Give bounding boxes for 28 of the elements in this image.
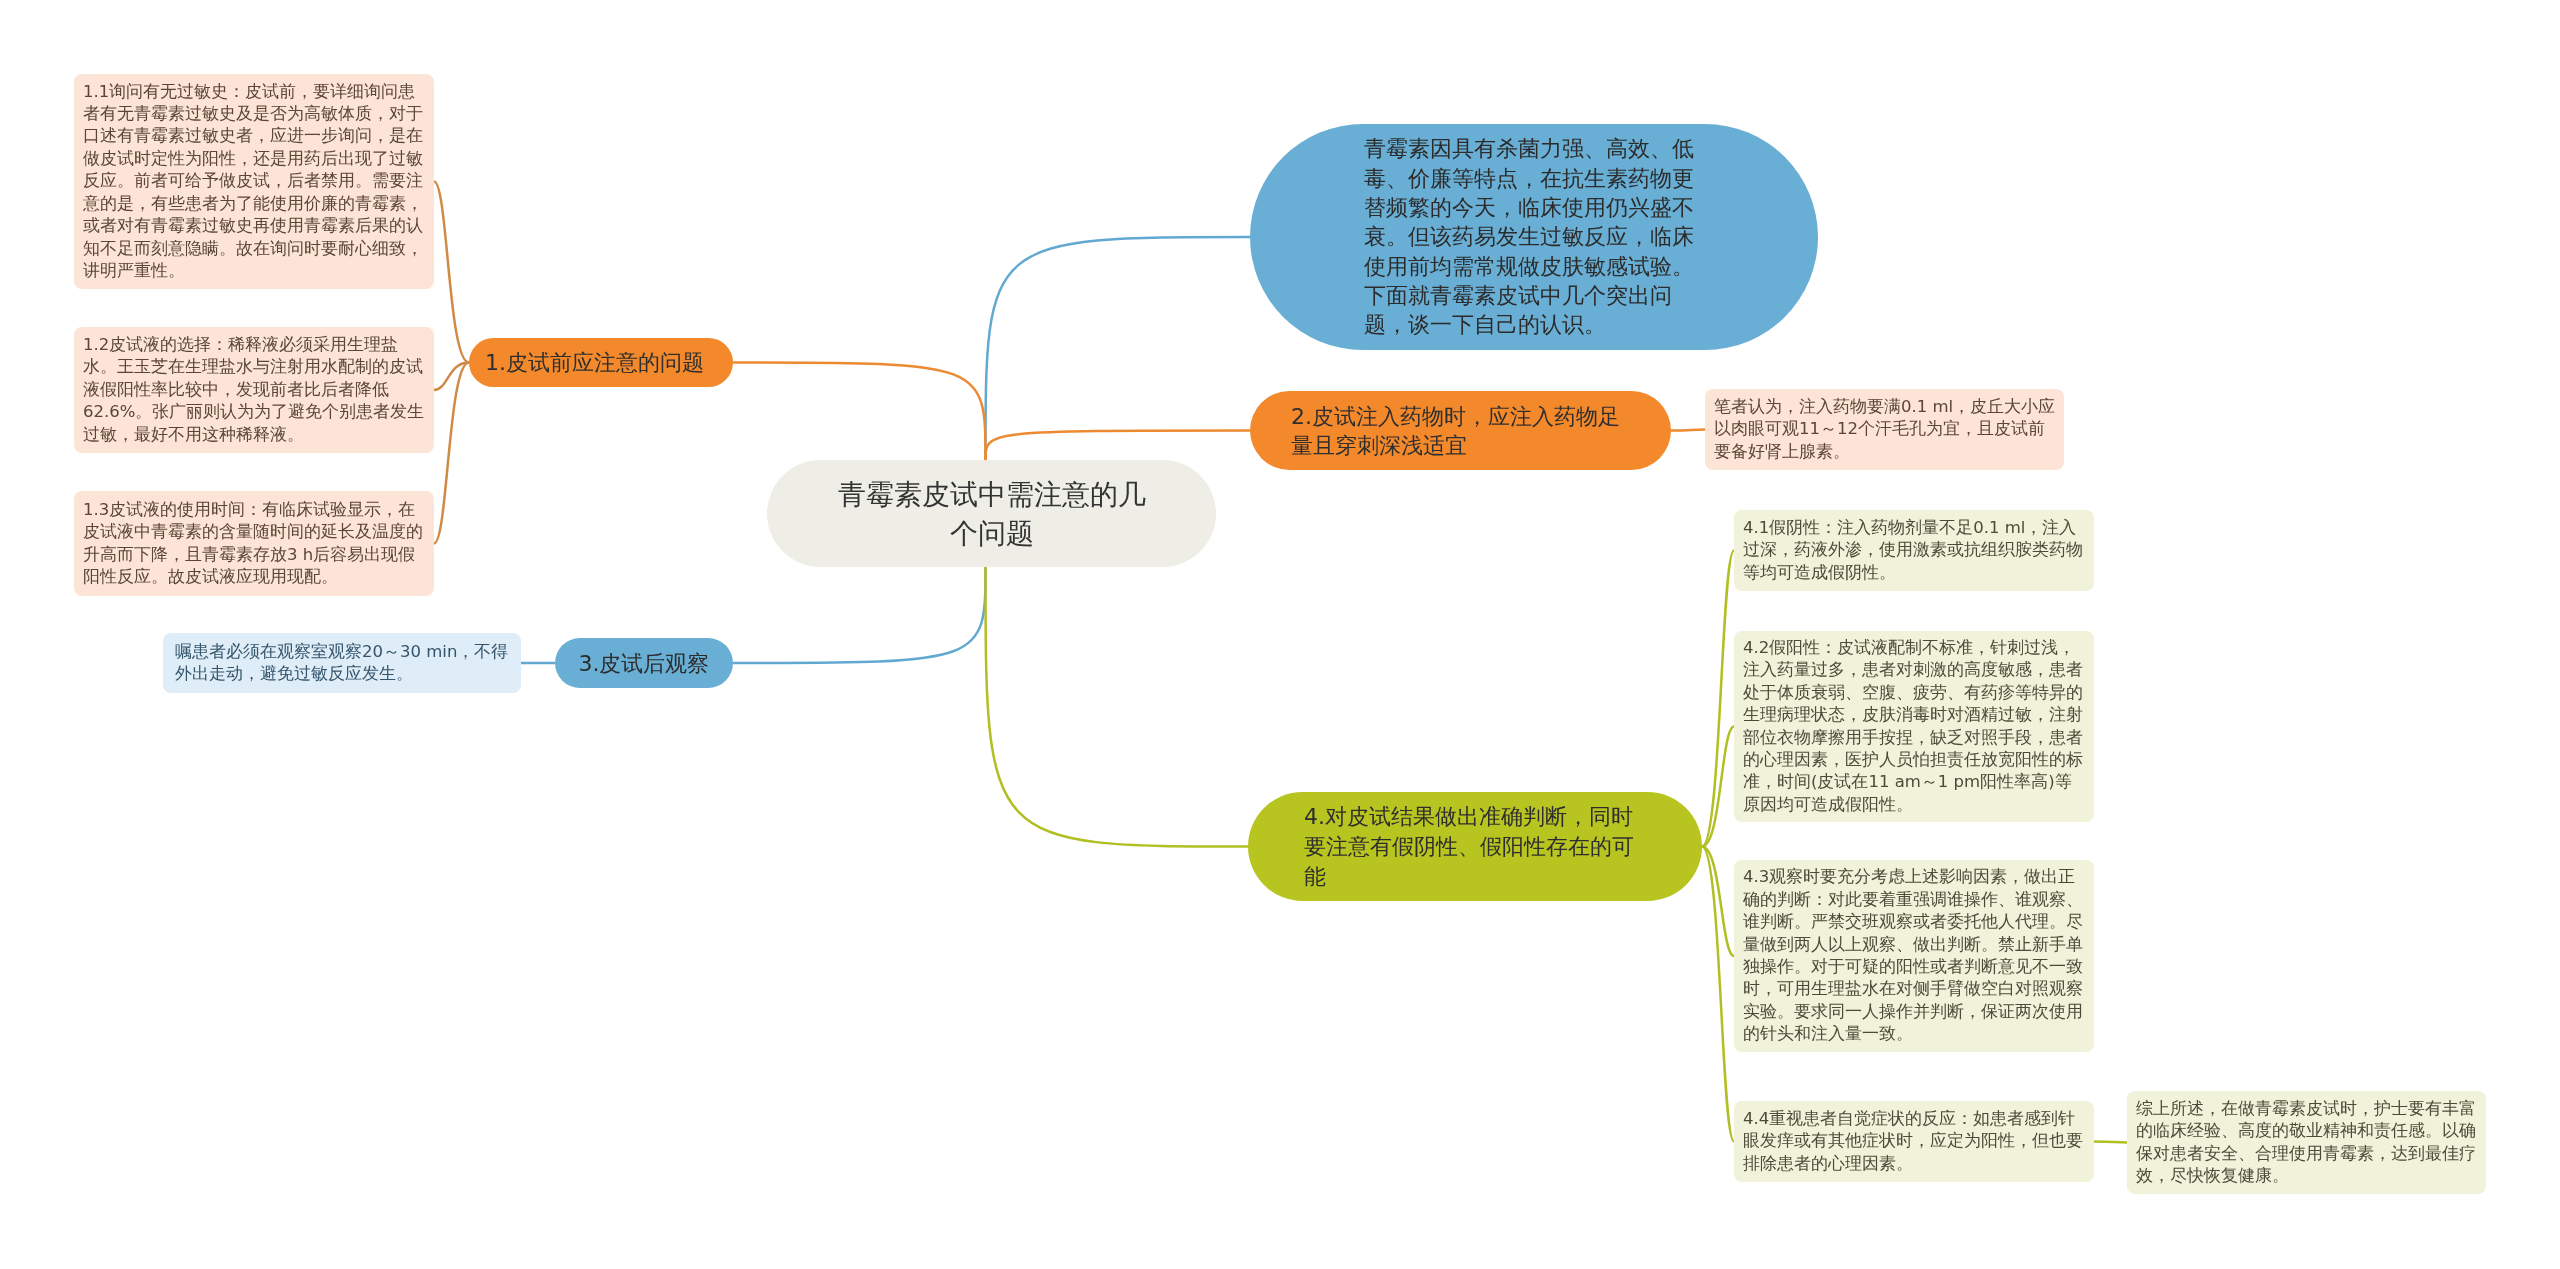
note-card: 笔者认为，注入药物要满0.1 ml，皮丘大小应以肉眼可观11～12个汗毛孔为宜，且皮试前要备好肾上腺素。 xyxy=(1705,389,2064,470)
note-card: 1.3皮试液的使用时间：有临床试验显示，在皮试液中青霉素的含量随时间的延长及温度的升高而下降，且青霉素存放3 h后容易出现假阳性反应。故皮试液应现用现配。 xyxy=(74,491,434,596)
note-card: 嘱患者必须在观察室观察20～30 min，不得外出走动，避免过敏反应发生。 xyxy=(163,633,521,693)
note-card: 4.2假阳性：皮试液配制不标准，针刺过浅，注入药量过多，患者对刺激的高度敏感，患者处于体质衰弱、空腹、疲劳、有药疹等特异的生理病理状态，皮肤消毒时对酒精过敏，注射部位衣物摩擦用手按捏，缺乏对照手段，患者的心理因素，医护人员怕担责任放宽阳性的标准，时间(皮试在11 am～1 pm阳性率高)等原因均可造成假阳性。 xyxy=(1734,631,2094,822)
branch-line xyxy=(433,361,470,392)
note-card: 1.1询问有无过敏史：皮试前，要详细询问患者有无青霉素过敏史及是否为高敏体质，对于口述有青霉素过敏史者，应进一步询问，是在做皮试时定性为阳性，还是用药后出现了过敏反应。前者可给予做皮试，后者禁用。需要注意的是，有些患者为了能使用价廉的青霉素，或者对有青霉素过敏史再使用青霉素后果的认知不足而刻意隐瞒。故在询问时要耐心细致，讲明严重性。 xyxy=(74,74,434,289)
note-card: 1.2皮试液的选择：稀释液必须采用生理盐水。王玉芝在生理盐水与注射用水配制的皮试液假阳性率比较中，发现前者比后者降低62.6%。张广丽则认为为了避免个别患者发生过敏，最好不用这种稀释液。 xyxy=(74,327,434,453)
branch-topic: 2.皮试注入药物时，应注入药物足量且穿刺深浅适宜 xyxy=(1250,391,1671,470)
branch-topic: 3.皮试后观察 xyxy=(555,638,733,688)
branch-line xyxy=(433,361,470,545)
branch-line xyxy=(984,567,1248,848)
branch-line xyxy=(433,180,470,364)
note-card: 4.3观察时要充分考虑上述影响因素，做出正确的判断：对此要着重强调谁操作、谁观察、谁判断。严禁交班观察或者委托他人代理。尽量做到两人以上观察、做出判断。禁止新手单独操作。对于可疑的阳性或者判断意见不一致时，可用生理盐水在对侧手臂做空白对照观察实验。要求同一人操作并判断，保证两次使用的针头和注入量一致。 xyxy=(1734,860,2094,1052)
branch-line xyxy=(1701,845,1736,1143)
branch-line xyxy=(1701,845,1735,957)
branch-line xyxy=(984,429,1250,461)
branch-topic: 1.皮试前应注意的问题 xyxy=(469,338,733,387)
central-topic: 青霉素皮试中需注意的几个问题 xyxy=(767,460,1216,567)
note-card: 4.4重视患者自觉症状的反应：如患者感到针眼发痒或有其他症状时，应定为阳性，但也要排除患者的心理因素。 xyxy=(1734,1101,2094,1182)
branch-line xyxy=(1701,725,1735,848)
branch-line xyxy=(521,661,555,665)
branch-line xyxy=(1701,549,1736,848)
note-card: 4.1假阴性：注入药物剂量不足0.1 ml，注入过深，药液外渗，使用激素或抗组织胺类药物等均可造成假阴性。 xyxy=(1734,510,2094,591)
branch-line xyxy=(1671,428,1705,432)
branch-line xyxy=(2094,1140,2127,1144)
note-card: 综上所述，在做青霉素皮试时，护士要有丰富的临床经验、高度的敬业精神和责任感。以确保对患者安全、合理使用青霉素，达到最佳疗效，尽快恢复健康。 xyxy=(2127,1091,2486,1194)
branch-topic: 4.对皮试结果做出准确判断，同时要注意有假阴性、假阳性存在的可能 xyxy=(1248,792,1702,901)
intro-bubble: 青霉素因具有杀菌力强、高效、低毒、价廉等特点，在抗生素药物更替频繁的今天，临床使用仍兴盛不衰。但该药易发生过敏反应，临床使用前均需常规做皮肤敏感试验。下面就青霉素皮试中几个突出问题，谈一下自己的认识。 xyxy=(1250,124,1818,350)
